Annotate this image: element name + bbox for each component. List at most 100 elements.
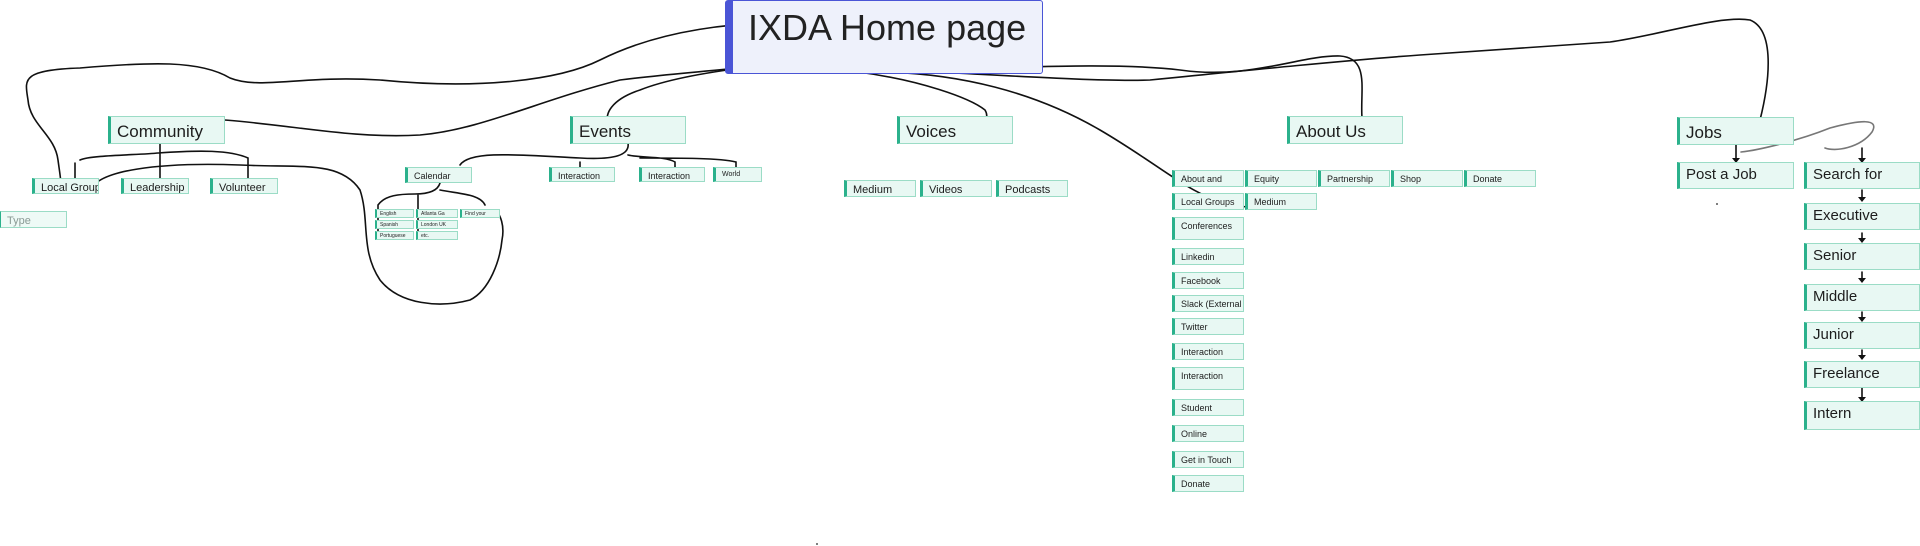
node-about-medium[interactable]: Medium bbox=[1245, 193, 1317, 210]
node-label: Find your bbox=[465, 211, 486, 217]
node-label: About and bbox=[1181, 174, 1223, 184]
node-label: Conferences bbox=[1181, 221, 1233, 231]
node-label: Interaction bbox=[1181, 371, 1224, 381]
node-label: Interaction bbox=[1181, 347, 1224, 357]
node-podcasts[interactable]: Podcasts bbox=[996, 180, 1068, 197]
node-label: Videos bbox=[929, 184, 963, 196]
node-label: Community bbox=[117, 122, 203, 141]
node-label: Get in Touch bbox=[1181, 455, 1232, 465]
node-videos[interactable]: Videos bbox=[920, 180, 992, 197]
node-etc[interactable]: etc. bbox=[416, 231, 458, 240]
node-label: Donate bbox=[1181, 479, 1211, 489]
node-about-and[interactable]: About and bbox=[1172, 170, 1244, 187]
node-label: Atlanta Ga bbox=[421, 211, 445, 217]
stray-dot bbox=[1716, 203, 1718, 205]
node-label: Calendar bbox=[414, 171, 451, 181]
node-label: World bbox=[722, 171, 741, 178]
node-volunteer[interactable]: Volunteer bbox=[210, 178, 278, 194]
node-freelance[interactable]: Freelance bbox=[1804, 361, 1920, 388]
root-node-home-page[interactable]: IXDA Home page bbox=[725, 0, 1043, 74]
new-node-type-input[interactable]: Type bbox=[0, 211, 67, 228]
node-jobs[interactable]: Jobs bbox=[1677, 117, 1794, 145]
node-equity[interactable]: Equity bbox=[1245, 170, 1317, 187]
node-executive[interactable]: Executive bbox=[1804, 203, 1920, 230]
node-get-in-touch[interactable]: Get in Touch bbox=[1172, 451, 1244, 468]
node-voices-medium[interactable]: Medium bbox=[844, 180, 916, 197]
node-voices[interactable]: Voices bbox=[897, 116, 1013, 144]
node-label: About Us bbox=[1296, 122, 1366, 141]
node-label: Equity bbox=[1254, 174, 1280, 184]
events-branch bbox=[459, 142, 737, 169]
node-label: Student bbox=[1181, 403, 1213, 413]
node-events[interactable]: Events bbox=[570, 116, 686, 144]
node-search-for[interactable]: Search for bbox=[1804, 162, 1920, 189]
node-linkedin[interactable]: Linkedin bbox=[1172, 248, 1244, 265]
node-about-interaction-1[interactable]: Interaction bbox=[1172, 343, 1244, 360]
node-label: Medium bbox=[1254, 197, 1287, 207]
node-online[interactable]: Online bbox=[1172, 425, 1244, 442]
node-label: Interaction bbox=[648, 171, 691, 181]
node-label: etc. bbox=[421, 233, 430, 239]
node-label: Intern bbox=[1813, 405, 1852, 422]
node-student[interactable]: Student bbox=[1172, 399, 1244, 416]
node-label: Voices bbox=[906, 122, 957, 141]
node-label: Online bbox=[1181, 429, 1208, 439]
node-label: Linkedin bbox=[1181, 252, 1215, 262]
node-partnership[interactable]: Partnership bbox=[1318, 170, 1390, 187]
node-english[interactable]: English bbox=[375, 209, 414, 218]
node-intern[interactable]: Intern bbox=[1804, 401, 1920, 430]
node-label: Freelance bbox=[1813, 365, 1880, 382]
node-label: Events bbox=[579, 122, 631, 141]
node-middle[interactable]: Middle bbox=[1804, 284, 1920, 311]
node-about-donate[interactable]: Donate bbox=[1172, 475, 1244, 492]
node-community[interactable]: Community bbox=[108, 116, 225, 144]
node-spanish[interactable]: Spanish bbox=[375, 220, 414, 229]
node-label: Medium bbox=[853, 184, 893, 196]
node-london[interactable]: London UK bbox=[416, 220, 458, 229]
node-label: Spanish bbox=[380, 222, 399, 228]
node-about-local-groups[interactable]: Local Groups bbox=[1172, 193, 1244, 210]
node-label: Interaction bbox=[558, 171, 601, 181]
node-post-a-job[interactable]: Post a Job bbox=[1677, 162, 1794, 189]
node-label: Local Groups bbox=[1181, 197, 1235, 207]
node-label: Search for bbox=[1813, 166, 1883, 183]
node-label: Middle bbox=[1813, 288, 1858, 305]
node-label: Shop bbox=[1400, 174, 1422, 184]
node-label: Volunteer bbox=[219, 182, 266, 194]
node-junior[interactable]: Junior bbox=[1804, 322, 1920, 349]
node-about-interaction-2[interactable]: Interaction bbox=[1172, 367, 1244, 390]
node-world[interactable]: World bbox=[713, 167, 762, 182]
node-label: Donate bbox=[1473, 174, 1503, 184]
node-slack[interactable]: Slack (External bbox=[1172, 295, 1244, 312]
node-label: Executive bbox=[1813, 207, 1879, 224]
node-senior[interactable]: Senior bbox=[1804, 243, 1920, 270]
node-label: Jobs bbox=[1686, 123, 1722, 142]
root-node-label: IXDA Home page bbox=[748, 7, 1027, 48]
node-leadership[interactable]: Leadership bbox=[121, 178, 189, 194]
jobs-branch bbox=[1735, 144, 1863, 161]
node-label: Partnership bbox=[1327, 174, 1374, 184]
node-local-groups[interactable]: Local Groups bbox=[32, 178, 99, 194]
node-about-us[interactable]: About Us bbox=[1287, 116, 1403, 144]
node-events-interaction-2[interactable]: Interaction bbox=[639, 167, 705, 182]
node-atlanta[interactable]: Atlanta Ga bbox=[416, 209, 458, 218]
node-label: Podcasts bbox=[1005, 184, 1051, 196]
loop-stroke-left bbox=[25, 23, 796, 189]
node-label: Post a Job bbox=[1686, 166, 1757, 183]
node-facebook[interactable]: Facebook bbox=[1172, 272, 1244, 289]
node-twitter[interactable]: Twitter bbox=[1172, 318, 1244, 335]
node-shop[interactable]: Shop bbox=[1391, 170, 1463, 187]
node-label: English bbox=[380, 211, 397, 217]
node-conferences[interactable]: Conferences bbox=[1172, 217, 1244, 240]
node-portuguese[interactable]: Portuguese bbox=[375, 231, 414, 240]
node-find-your[interactable]: Find your bbox=[460, 209, 500, 218]
node-about-donate-top[interactable]: Donate bbox=[1464, 170, 1536, 187]
node-events-interaction-1[interactable]: Interaction bbox=[549, 167, 615, 182]
node-label: Leadership bbox=[130, 182, 185, 194]
node-calendar[interactable]: Calendar bbox=[405, 167, 472, 183]
node-label: Portuguese bbox=[380, 233, 406, 239]
node-label: Local Groups bbox=[41, 182, 98, 194]
node-label: London UK bbox=[421, 222, 447, 228]
